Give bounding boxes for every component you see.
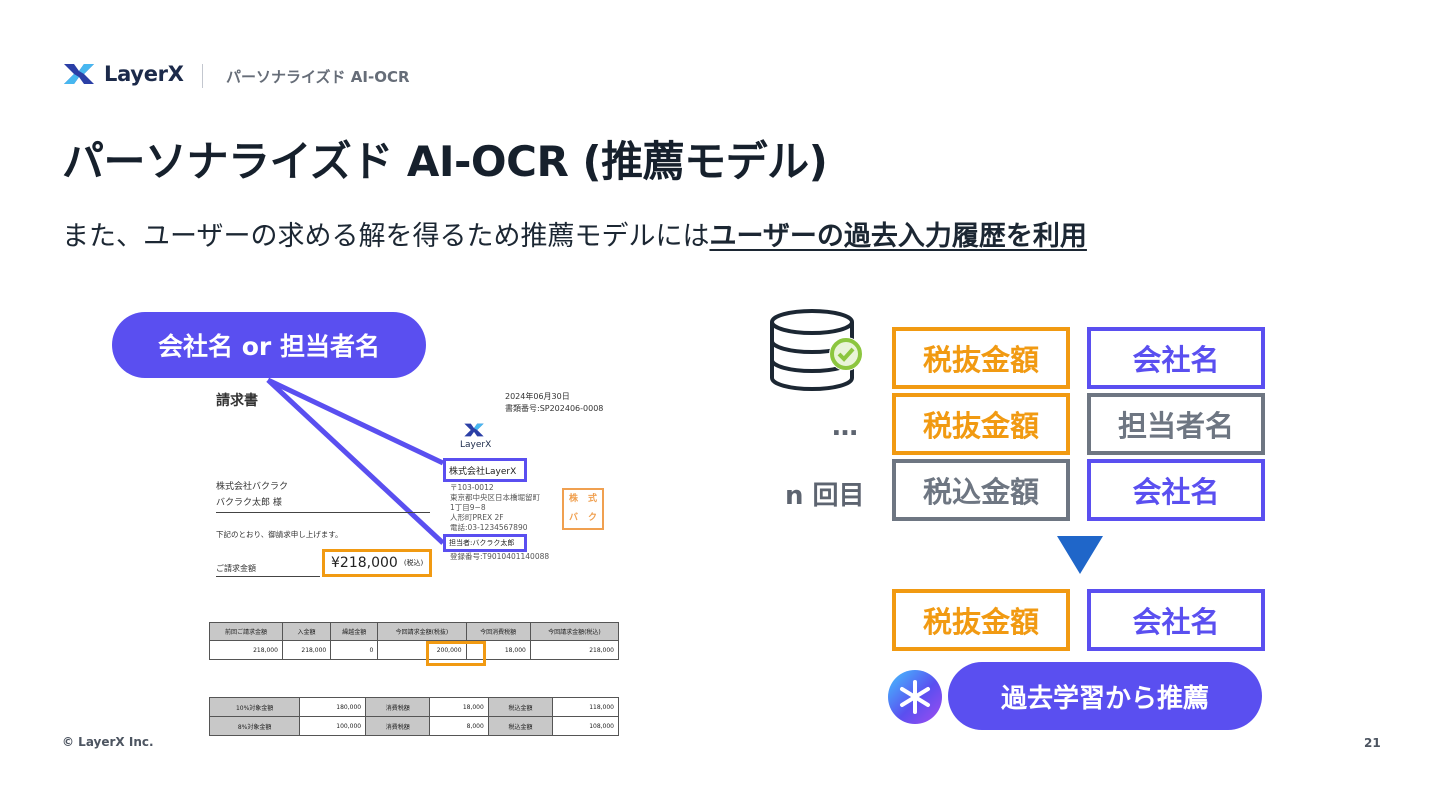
recommend-pill: 過去学習から推薦 [948,662,1262,730]
address-line: 人形町PREX 2F [450,513,504,522]
table-header: 今回請求金額(税抜) [377,622,467,641]
address-line: 東京都中央区日本橋堀留町 [450,493,540,502]
table-row: 218,000 218,000 0 200,000 18,000 218,000 [209,640,620,660]
invoice-number: 書類番号:SP202406-0008 [505,404,604,413]
issuer-company-highlight: 株式会社LayerX [443,458,527,482]
contact-person-highlight: 担当者:バクラク太郎 [443,534,527,552]
client-underline [216,512,430,513]
result-field: 税抜金額 [892,589,1070,651]
table-header: 入金額 [281,622,332,641]
database-check-icon [770,309,863,391]
table-cell: 118,000 [552,697,619,717]
invoice-logo-icon [464,423,484,437]
client-company: 株式会社バクラク [216,482,289,492]
table-cell: 108,000 [552,716,619,736]
down-arrow-icon [1057,536,1103,574]
table-cell: 100,000 [299,716,367,736]
table-cell: 200,000 [377,640,467,660]
client-person: バクラク太郎 様 [216,498,282,508]
history-n-field: 税込金額 [892,459,1070,521]
table-cell: 税込金額 [487,716,554,736]
seal-char: ク [587,513,597,523]
total-underline [216,576,320,577]
section-label: パーソナライズド AI-OCR [226,68,410,86]
address-line: 電話:03-1234567890 [450,523,528,532]
header-divider [202,64,203,88]
table-cell: 218,000 [529,640,620,660]
page-number: 21 [1364,736,1381,750]
table-cell: 180,000 [299,697,367,717]
field-type-pill: 会社名 or 担当者名 [112,312,426,378]
table-cell: 税込金額 [487,697,554,717]
iteration-label: n 回目 [785,481,865,511]
registration-number: 登録番号:T9010401140088 [450,552,550,561]
layerx-logo: LayerX [62,60,184,88]
table-cell: 218,000 [209,640,283,660]
total-tax-note: (税込) [403,559,424,567]
page-subtitle: また、ユーザーの求める解を得るため推薦モデルにはユーザーの過去入力履歴を利用 [62,214,1087,253]
connector-to-company [266,377,445,466]
invoice-note: 下記のとおり、御請求申し上げます。 [216,530,343,539]
invoice-logo-text: LayerX [460,440,492,450]
total-amount-highlight: ¥218,000 (税込) [322,549,432,577]
pretax-amount-highlight [426,641,486,666]
summary-table: 前回ご請求金額 入金額 繰越金額 今回請求金額(税抜) 今回消費税額 今回請求金… [209,622,620,660]
table-cell: 消費税額 [365,716,431,736]
company-seal-stamp: 株 式 バ ク [562,488,604,530]
logo-text: LayerX [104,62,184,86]
invoice-title: 請求書 [216,393,258,409]
table-cell: 218,000 [281,640,332,660]
invoice-date: 2024年06月30日 [505,392,570,401]
table-cell: 18,000 [429,697,489,717]
table-row: 10%対象金額 180,000 消費税額 18,000 税込金額 118,000 [208,697,619,717]
history-1-field: 税抜金額 [892,327,1070,389]
total-amount: ¥218,000 [331,555,398,571]
table-header: 今回消費税額 [465,622,531,641]
history-2-field: 税抜金額 [892,393,1070,455]
tax-breakdown-table: 10%対象金額 180,000 消費税額 18,000 税込金額 118,000… [208,697,619,736]
table-cell: 消費税額 [365,697,431,717]
table-header: 今回請求金額(税込) [529,622,620,641]
table-cell: 0 [330,640,379,660]
ellipsis: … [832,412,858,442]
table-header: 前回ご請求金額 [209,622,283,641]
seal-char: 式 [587,494,597,504]
table-cell: 8,000 [429,716,489,736]
layerx-mark-icon [64,64,94,84]
total-label: ご請求金額 [216,564,256,573]
table-cell: 10%対象金額 [208,697,301,717]
subtitle-emphasis: ユーザーの過去入力履歴を利用 [709,221,1087,252]
subtitle-plain: また、ユーザーの求める解を得るため推薦モデルには [62,221,710,252]
page-title: パーソナライズド AI-OCR (推薦モデル) [62,137,828,186]
address-line: 1丁目9−8 [450,503,486,512]
connector-to-contact [266,378,445,545]
table-cell: 8%対象金額 [208,716,301,736]
table-row: 8%対象金額 100,000 消費税額 8,000 税込金額 108,000 [208,716,619,736]
history-2-value: 担当者名 [1087,393,1265,455]
seal-char: バ [568,513,578,523]
history-1-value: 会社名 [1087,327,1265,389]
ai-sparkle-icon [888,670,942,724]
copyright: © LayerX Inc. [62,735,154,749]
seal-char: 株 [568,494,578,504]
table-cell: 18,000 [465,640,531,660]
history-n-value: 会社名 [1087,459,1265,521]
result-value: 会社名 [1087,589,1265,651]
address-line: 〒103-0012 [450,483,494,492]
table-header: 繰越金額 [330,622,379,641]
